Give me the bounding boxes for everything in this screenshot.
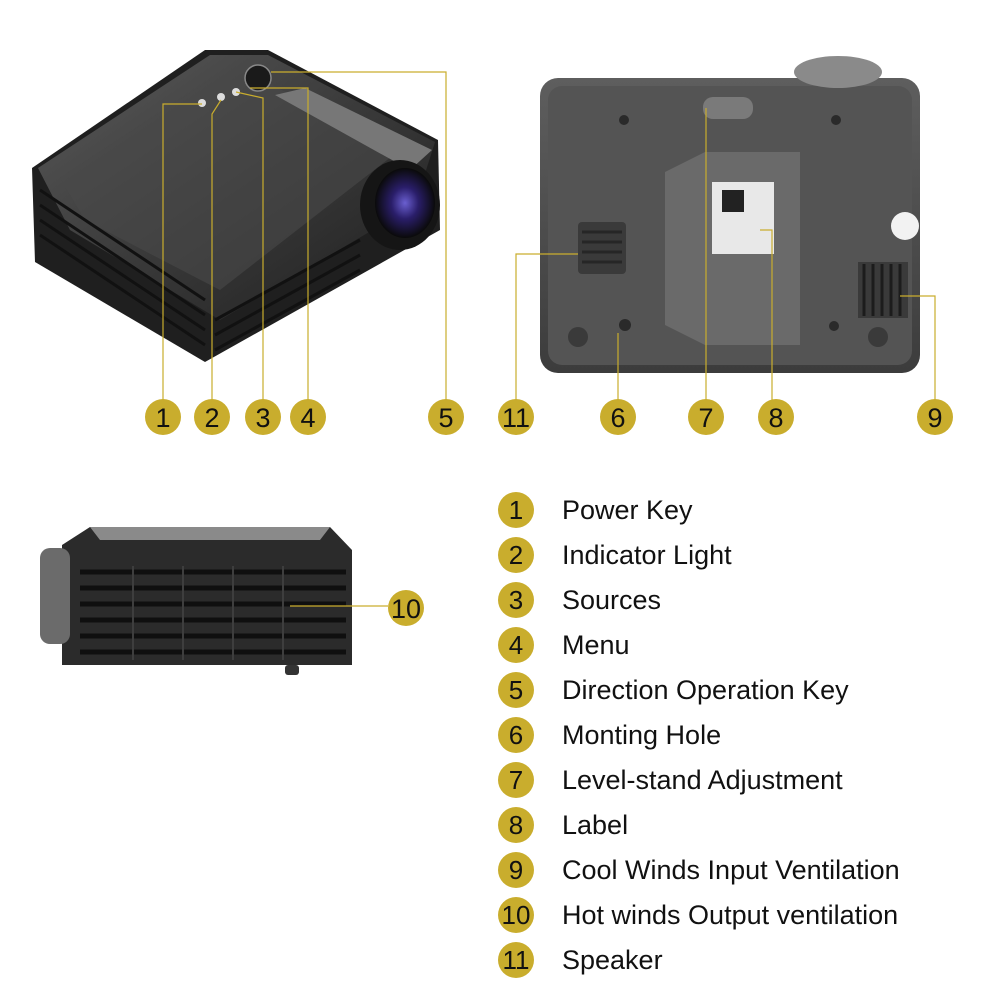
- leader-line-11: [515, 253, 578, 400]
- legend-label: Speaker: [562, 944, 663, 975]
- legend-label: Indicator Light: [562, 539, 732, 570]
- callout-8: 8: [758, 399, 794, 435]
- callout-11: 11: [498, 399, 534, 435]
- legend-item: 8 Label: [498, 805, 628, 845]
- legend-label: Cool Winds Input Ventilation: [562, 854, 900, 885]
- legend-badge: 7: [498, 762, 534, 798]
- leader-line-9: [900, 295, 936, 400]
- legend-label: Level-stand Adjustment: [562, 764, 843, 795]
- callout-3-number: 3: [255, 403, 270, 433]
- legend-item: 7 Level-stand Adjustment: [498, 760, 843, 800]
- callout-10: 10: [388, 590, 424, 626]
- callout-7-number: 7: [698, 403, 713, 433]
- callout-9: 9: [917, 399, 953, 435]
- legend-label: Power Key: [562, 494, 693, 525]
- legend-badge: 2: [498, 537, 534, 573]
- callout-7: 7: [688, 399, 724, 435]
- projector-bottom-icon: [540, 56, 920, 373]
- legend-item: 4 Menu: [498, 625, 630, 665]
- legend-item: 1 Power Key: [498, 490, 693, 530]
- legend-badge: 6: [498, 717, 534, 753]
- legend-item: 10 Hot winds Output ventilation: [498, 895, 898, 935]
- legend-badge: 4: [498, 627, 534, 663]
- projector-side-view: [40, 527, 352, 675]
- legend-item: 11 Speaker: [498, 940, 663, 980]
- projector-bottom-view: [540, 56, 920, 373]
- legend-badge: 8: [498, 807, 534, 843]
- leader-line-8: [760, 229, 773, 400]
- legend-label: Hot winds Output ventilation: [562, 899, 899, 930]
- leader-lines: [162, 71, 936, 607]
- callout-2: 2: [194, 399, 230, 435]
- leader-line-2: [211, 99, 222, 400]
- legend-item: 9 Cool Winds Input Ventilation: [498, 850, 900, 890]
- callout-8-number: 8: [768, 403, 783, 433]
- legend-badge: 11: [498, 942, 534, 978]
- legend-badge: 10: [498, 897, 534, 933]
- leader-line-3: [235, 91, 264, 400]
- legend-badge: 9: [498, 852, 534, 888]
- callout-5-number: 5: [438, 403, 453, 433]
- callout-10-number: 10: [391, 594, 421, 624]
- legend-label: Sources: [562, 584, 662, 615]
- legend-item: 2 Indicator Light: [498, 535, 732, 575]
- callout-4-number: 4: [300, 403, 315, 433]
- legend-badge: 1: [498, 492, 534, 528]
- legend-item: 5 Direction Operation Key: [498, 670, 849, 710]
- callout-11-number: 11: [502, 403, 530, 433]
- callout-1-number: 1: [155, 403, 170, 433]
- legend-item: 3 Sources: [498, 580, 661, 620]
- legend-label: Menu: [562, 629, 630, 660]
- projector-top-view: [32, 50, 440, 362]
- callout-3: 3: [245, 399, 281, 435]
- legend-item: 6 Monting Hole: [498, 715, 721, 755]
- callout-6-number: 6: [610, 403, 625, 433]
- legend-badge: 5: [498, 672, 534, 708]
- callout-9-number: 9: [927, 403, 942, 433]
- callout-1: 1: [145, 399, 181, 435]
- legend-label: Direction Operation Key: [562, 674, 849, 705]
- legend-label: Monting Hole: [562, 719, 722, 750]
- projector-top-icon: [32, 50, 440, 362]
- legend-badge: 3: [498, 582, 534, 618]
- callout-5: 5: [428, 399, 464, 435]
- legend-label: Label: [562, 809, 629, 840]
- callout-6: 6: [600, 399, 636, 435]
- callout-4: 4: [290, 399, 326, 435]
- callout-2-number: 2: [204, 403, 219, 433]
- leader-line-5: [271, 71, 447, 400]
- projector-side-icon: [40, 527, 352, 675]
- leader-line-1: [162, 103, 202, 400]
- leader-line-4: [250, 87, 309, 400]
